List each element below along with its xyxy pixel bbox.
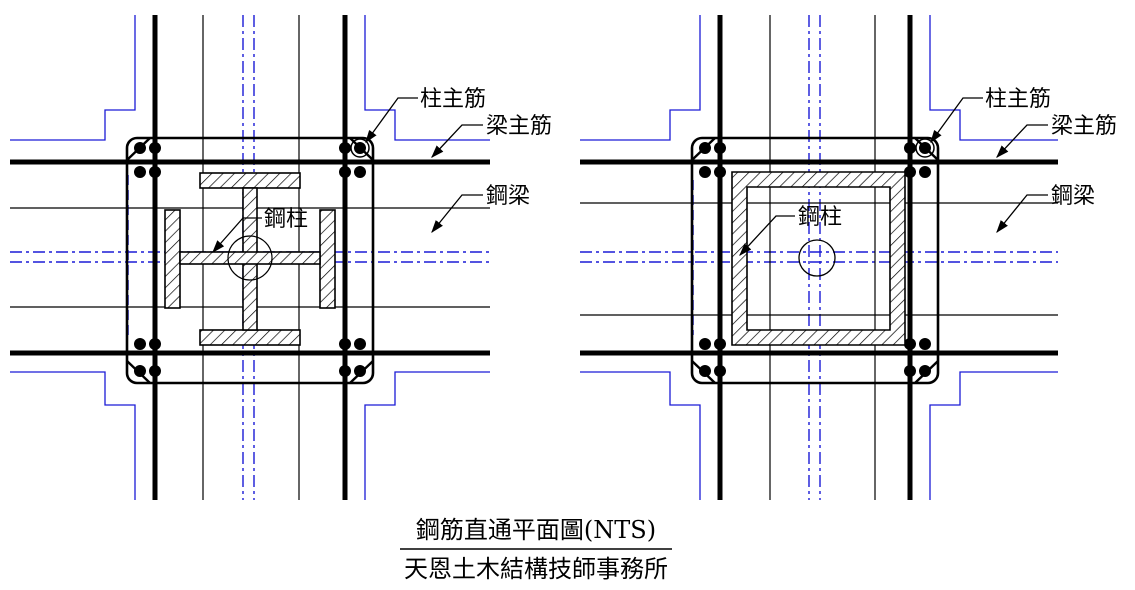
label-beam-rebar: 梁主筋 [486, 114, 552, 139]
detail-right: 柱主筋 梁主筋 鋼梁 鋼柱 [580, 15, 1117, 500]
label-beam-rebar-right: 梁主筋 [1051, 114, 1117, 139]
label-steel-beam-right: 鋼梁 [1051, 184, 1095, 209]
office-name: 天恩土木結構技師事務所 [404, 555, 668, 583]
hoop-right [690, 136, 940, 385]
centerlines-right [580, 15, 1058, 500]
leaders-left [212, 97, 483, 253]
steel-beam-lines-right [580, 15, 1058, 500]
label-steel-column: 鋼柱 [264, 207, 308, 232]
rebar-dots-right [699, 138, 935, 377]
rebar-dots-left [134, 138, 370, 377]
steel-column-left [164, 172, 336, 346]
main-rebars-left [10, 15, 490, 500]
main-rebars-right [580, 15, 1058, 500]
hoop-left [125, 136, 375, 385]
drawing-title: 鋼筋直通平面圖(NTS) [416, 516, 656, 544]
label-steel-column-right: 鋼柱 [798, 205, 842, 230]
detail-left: 柱主筋 梁主筋 鋼梁 鋼柱 [10, 15, 552, 500]
label-column-rebar: 柱主筋 [420, 87, 486, 112]
steel-column-right [731, 171, 906, 346]
title-block: 鋼筋直通平面圖(NTS) 天恩土木結構技師事務所 [400, 516, 672, 583]
label-column-rebar-right: 柱主筋 [985, 87, 1051, 112]
leaders-right [739, 97, 1048, 256]
label-steel-beam: 鋼梁 [486, 184, 530, 209]
